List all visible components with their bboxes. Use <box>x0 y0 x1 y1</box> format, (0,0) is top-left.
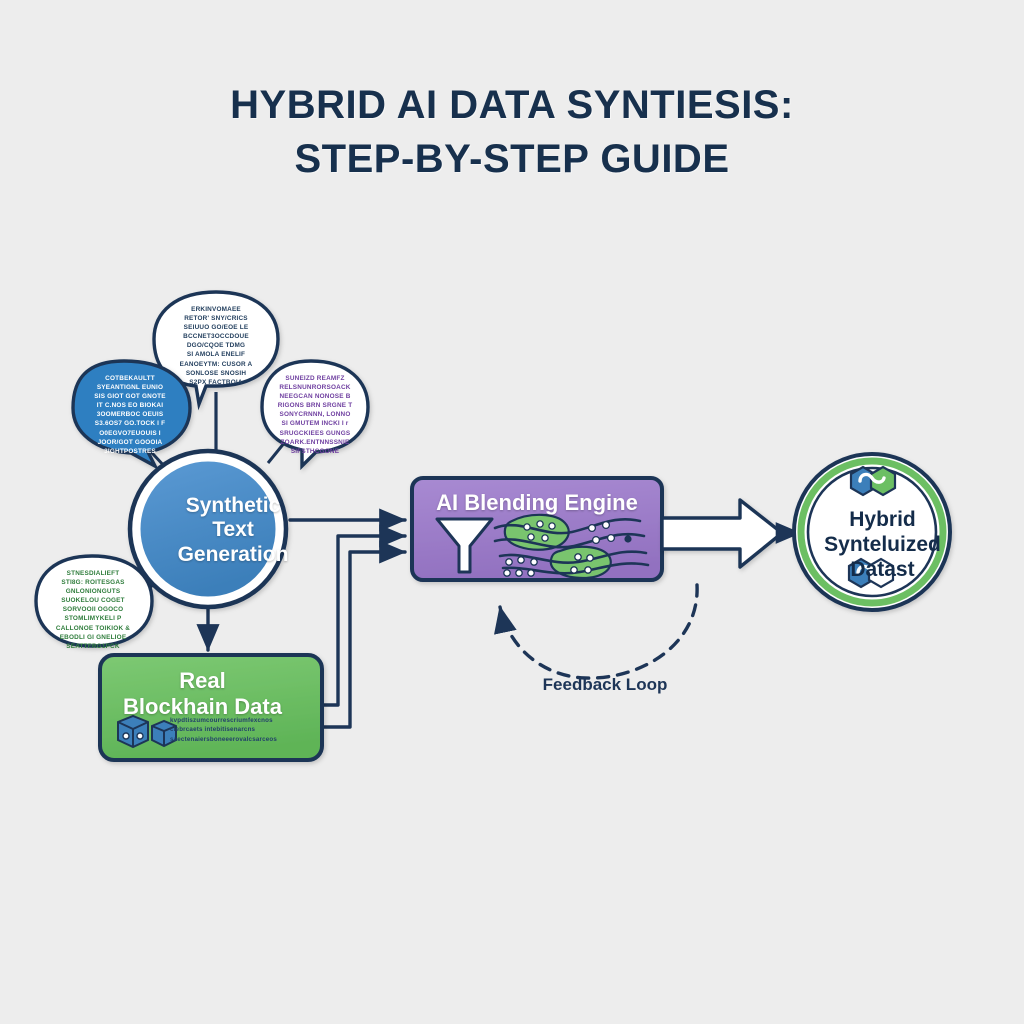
output-node-label: Hybrid Synteluized Datast <box>790 508 975 582</box>
feedback-loop-label: Feedback Loop <box>542 675 668 694</box>
connector-blockchain-to-engine-b <box>320 540 407 729</box>
synthetic-inner-disc <box>137 458 279 600</box>
blend-wave-lines <box>493 517 650 575</box>
bubble-top <box>152 290 280 411</box>
page-title: HYBRID AI DATA SYNTIESIS: STEP-BY-STEP G… <box>0 78 1024 186</box>
output-inner-disc <box>806 466 938 598</box>
node-synthetic-text-generation[interactable] <box>127 448 289 610</box>
blockchain-cubes-icon <box>117 714 177 749</box>
bubble-left-blue <box>71 359 192 471</box>
funnel-icon <box>435 517 494 574</box>
title-line-2: STEP-BY-STEP GUIDE <box>294 137 730 181</box>
connector-blockchain-to-engine-a <box>320 524 407 707</box>
output-label-line-1: Hybrid <box>849 508 916 531</box>
linked-hexagons-icon-top <box>849 465 897 497</box>
output-block-arrow <box>660 498 802 569</box>
output-green-ring <box>797 457 947 607</box>
output-label-line-2: Synteluized <box>824 532 941 556</box>
node-real-blockchain-data[interactable] <box>98 653 324 762</box>
node-hybrid-synthesized-dataset[interactable] <box>792 452 952 612</box>
linked-hexagons-icon-bottom <box>847 557 895 589</box>
node-ai-blending-engine[interactable] <box>410 476 664 582</box>
bubble-right-purple <box>260 359 370 471</box>
output-label-line-3: Datast <box>850 557 915 581</box>
feedback-loop-arrow <box>494 583 699 680</box>
blend-particles <box>503 520 632 577</box>
title-line-1: HYBRID AI DATA SYNTIESIS: <box>230 83 794 127</box>
